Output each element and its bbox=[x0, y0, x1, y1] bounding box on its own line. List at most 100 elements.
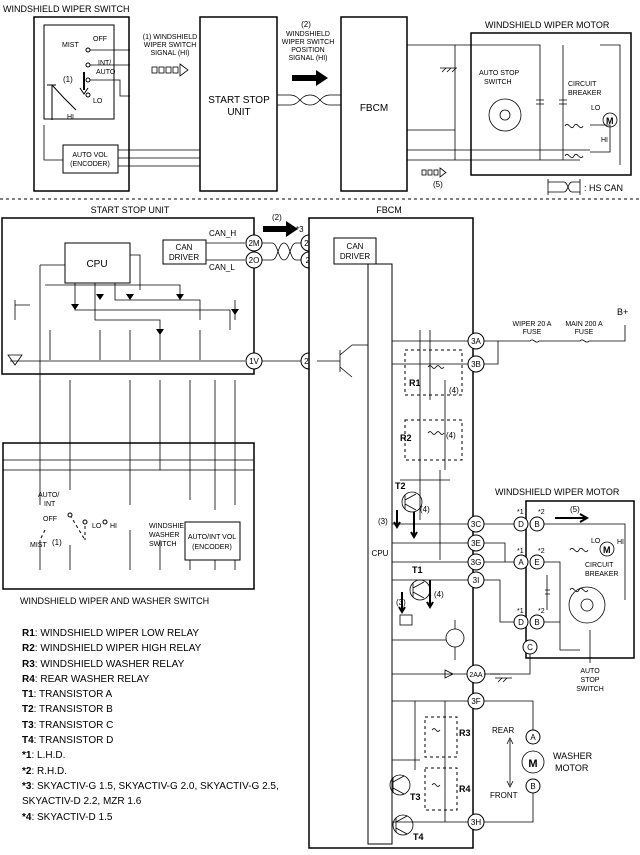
bottom-breaker-label: CIRCUIT bbox=[585, 562, 614, 569]
svg-text:3A: 3A bbox=[471, 337, 481, 346]
fbcm-can-driver-label: CAN bbox=[347, 242, 364, 251]
legend-text: : WINDSHIELD WIPER HIGH RELAY bbox=[34, 643, 202, 655]
t1-arrows bbox=[398, 580, 434, 614]
legend-row: T3: TRANSISTOR C bbox=[22, 718, 302, 733]
bplus-label: B+ bbox=[617, 307, 628, 317]
bottom-auto-stop-hub bbox=[580, 598, 594, 612]
top-five-dotted-arrow bbox=[421, 167, 447, 178]
legend-key: R3 bbox=[22, 658, 35, 670]
top-auto-label: AUTO bbox=[96, 69, 116, 76]
fbcm-washer-wiring bbox=[392, 700, 468, 823]
bottom-auto-stop-disk bbox=[568, 586, 606, 624]
relay-r3-r4-coils bbox=[431, 728, 441, 787]
svg-text:D: D bbox=[518, 618, 524, 627]
svg-text:1V: 1V bbox=[249, 357, 259, 366]
svg-text:3I: 3I bbox=[473, 576, 480, 585]
legend-text: : TRANSISTOR B bbox=[33, 704, 113, 716]
legend-key: *3 bbox=[22, 780, 32, 792]
t2-arrows bbox=[393, 510, 418, 539]
bottom-motor-hi: HI bbox=[617, 539, 624, 546]
sw-lever bbox=[39, 514, 86, 541]
top-hs-can-legend bbox=[547, 179, 581, 195]
top-motor-lo: LO bbox=[591, 105, 601, 112]
sup1-label: *1 bbox=[517, 509, 524, 516]
fbcm-can-driver-box bbox=[333, 237, 377, 265]
legend-text: SKYACTIV-D 2.2, MZR 1.6 bbox=[22, 796, 142, 808]
legend-text: : L.H.D. bbox=[31, 750, 66, 762]
terminal-2o: 2O bbox=[245, 251, 263, 269]
connector-c: C bbox=[522, 639, 538, 655]
main-fuse-label-2: FUSE bbox=[575, 329, 594, 336]
top-sw-contact bbox=[85, 92, 91, 98]
legend-text: : TRANSISTOR A bbox=[33, 689, 113, 701]
can-h-label: CAN_H bbox=[209, 229, 236, 238]
top-sw-contact bbox=[85, 47, 91, 53]
can-l-label: CAN_L bbox=[209, 263, 235, 272]
can-signal-arrow bbox=[263, 221, 298, 237]
n4-label-t1: (4) bbox=[434, 590, 444, 599]
sw-bottom-wires bbox=[39, 530, 236, 570]
main-fuse-label: MAIN 200 A bbox=[565, 321, 603, 328]
legend-text: : SKYACTIV-D 1.5 bbox=[31, 811, 113, 823]
bottom-auto-stop-label: AUTO bbox=[580, 668, 600, 675]
legend-key: *4 bbox=[22, 811, 32, 823]
top-auto-vol-label: AUTO VOL bbox=[72, 152, 107, 159]
legend-text: : TRANSISTOR D bbox=[33, 735, 114, 747]
top-signal2-line2: WIPER SWITCH bbox=[282, 39, 335, 46]
legend-row: *2: R.H.D. bbox=[22, 764, 302, 779]
top-switch-arrow-head bbox=[79, 87, 89, 95]
sw-int-label: INT bbox=[44, 501, 56, 508]
top-fbcm-box bbox=[340, 16, 408, 192]
legend-row: *3: SKYACTIV-G 1.5, SKYACTIV-G 2.0, SKYA… bbox=[22, 779, 302, 794]
top-ssu-label: START STOP bbox=[208, 95, 270, 106]
legend-text: : WINDSHIELD WASHER RELAY bbox=[34, 658, 185, 670]
top-signal1-line2: WIPER SWITCH bbox=[144, 42, 197, 49]
relay-r2-box bbox=[404, 419, 463, 461]
sw-mist-label: MIST bbox=[30, 542, 47, 549]
svg-text:C: C bbox=[527, 643, 533, 652]
top-signal2-line4: SIGNAL (HI) bbox=[288, 55, 327, 62]
sw-contact bbox=[102, 519, 108, 525]
top-motor-m: M bbox=[606, 116, 614, 126]
legend-row: *4: SKYACTIV-D 1.5 bbox=[22, 810, 302, 825]
transistor-t4-label: T4 bbox=[413, 832, 424, 842]
top-off-label: OFF bbox=[93, 36, 107, 43]
top-signal1-line1: (1) WINDSHIELD bbox=[143, 34, 197, 41]
svg-text:B: B bbox=[534, 520, 539, 529]
top-breaker-label-2: BREAKER bbox=[568, 90, 601, 97]
sw-one-label: (1) bbox=[52, 538, 62, 547]
top-switch-lines bbox=[47, 84, 77, 120]
top-fbcm-motor-wires bbox=[407, 44, 455, 161]
relay-r4-box bbox=[424, 767, 458, 811]
bottom-motor-symbol bbox=[599, 541, 615, 557]
bottom-motor-wiring bbox=[484, 523, 626, 675]
fbcm-can-driver-label-2: DRIVER bbox=[340, 252, 370, 261]
terminal-3i: 3I bbox=[467, 571, 485, 589]
legend-text: : TRANSISTOR C bbox=[33, 719, 114, 731]
washer-switch-caption: WINDSHIELD WIPER AND WASHER SWITCH bbox=[20, 596, 209, 606]
legend-text: : R.H.D. bbox=[31, 765, 68, 777]
connector-d2: D bbox=[513, 614, 529, 630]
n5-arrow bbox=[555, 513, 590, 523]
top-ssu-label-2: UNIT bbox=[227, 107, 250, 118]
terminal-3e: 3E bbox=[467, 534, 485, 552]
washer-switch-label: WINDSHIELD bbox=[149, 523, 193, 530]
auto-int-vol-label: AUTO/INT VOL bbox=[188, 534, 236, 541]
sup2-label-3: *2 bbox=[538, 608, 545, 615]
terminal-2m: 2M bbox=[245, 234, 263, 252]
n3-label-t2: (3) bbox=[378, 517, 388, 526]
washer-motor-label-2: MOTOR bbox=[555, 763, 589, 773]
fuse-wiring bbox=[484, 325, 626, 365]
top-coil bbox=[564, 123, 584, 129]
fbcm-title: FBCM bbox=[376, 205, 402, 215]
auto-int-vol-box bbox=[184, 521, 241, 561]
fbcm-cpu-box bbox=[367, 263, 393, 845]
can-two-label: (2) bbox=[272, 213, 282, 222]
sup1-label-3: *1 bbox=[517, 608, 524, 615]
svg-text:3H: 3H bbox=[471, 818, 481, 827]
terminal-3a: 3A bbox=[467, 332, 485, 350]
legend-key: R1 bbox=[22, 628, 35, 639]
terminal-3b: 3B bbox=[467, 355, 485, 373]
terminal-3g: 3G bbox=[467, 553, 485, 571]
